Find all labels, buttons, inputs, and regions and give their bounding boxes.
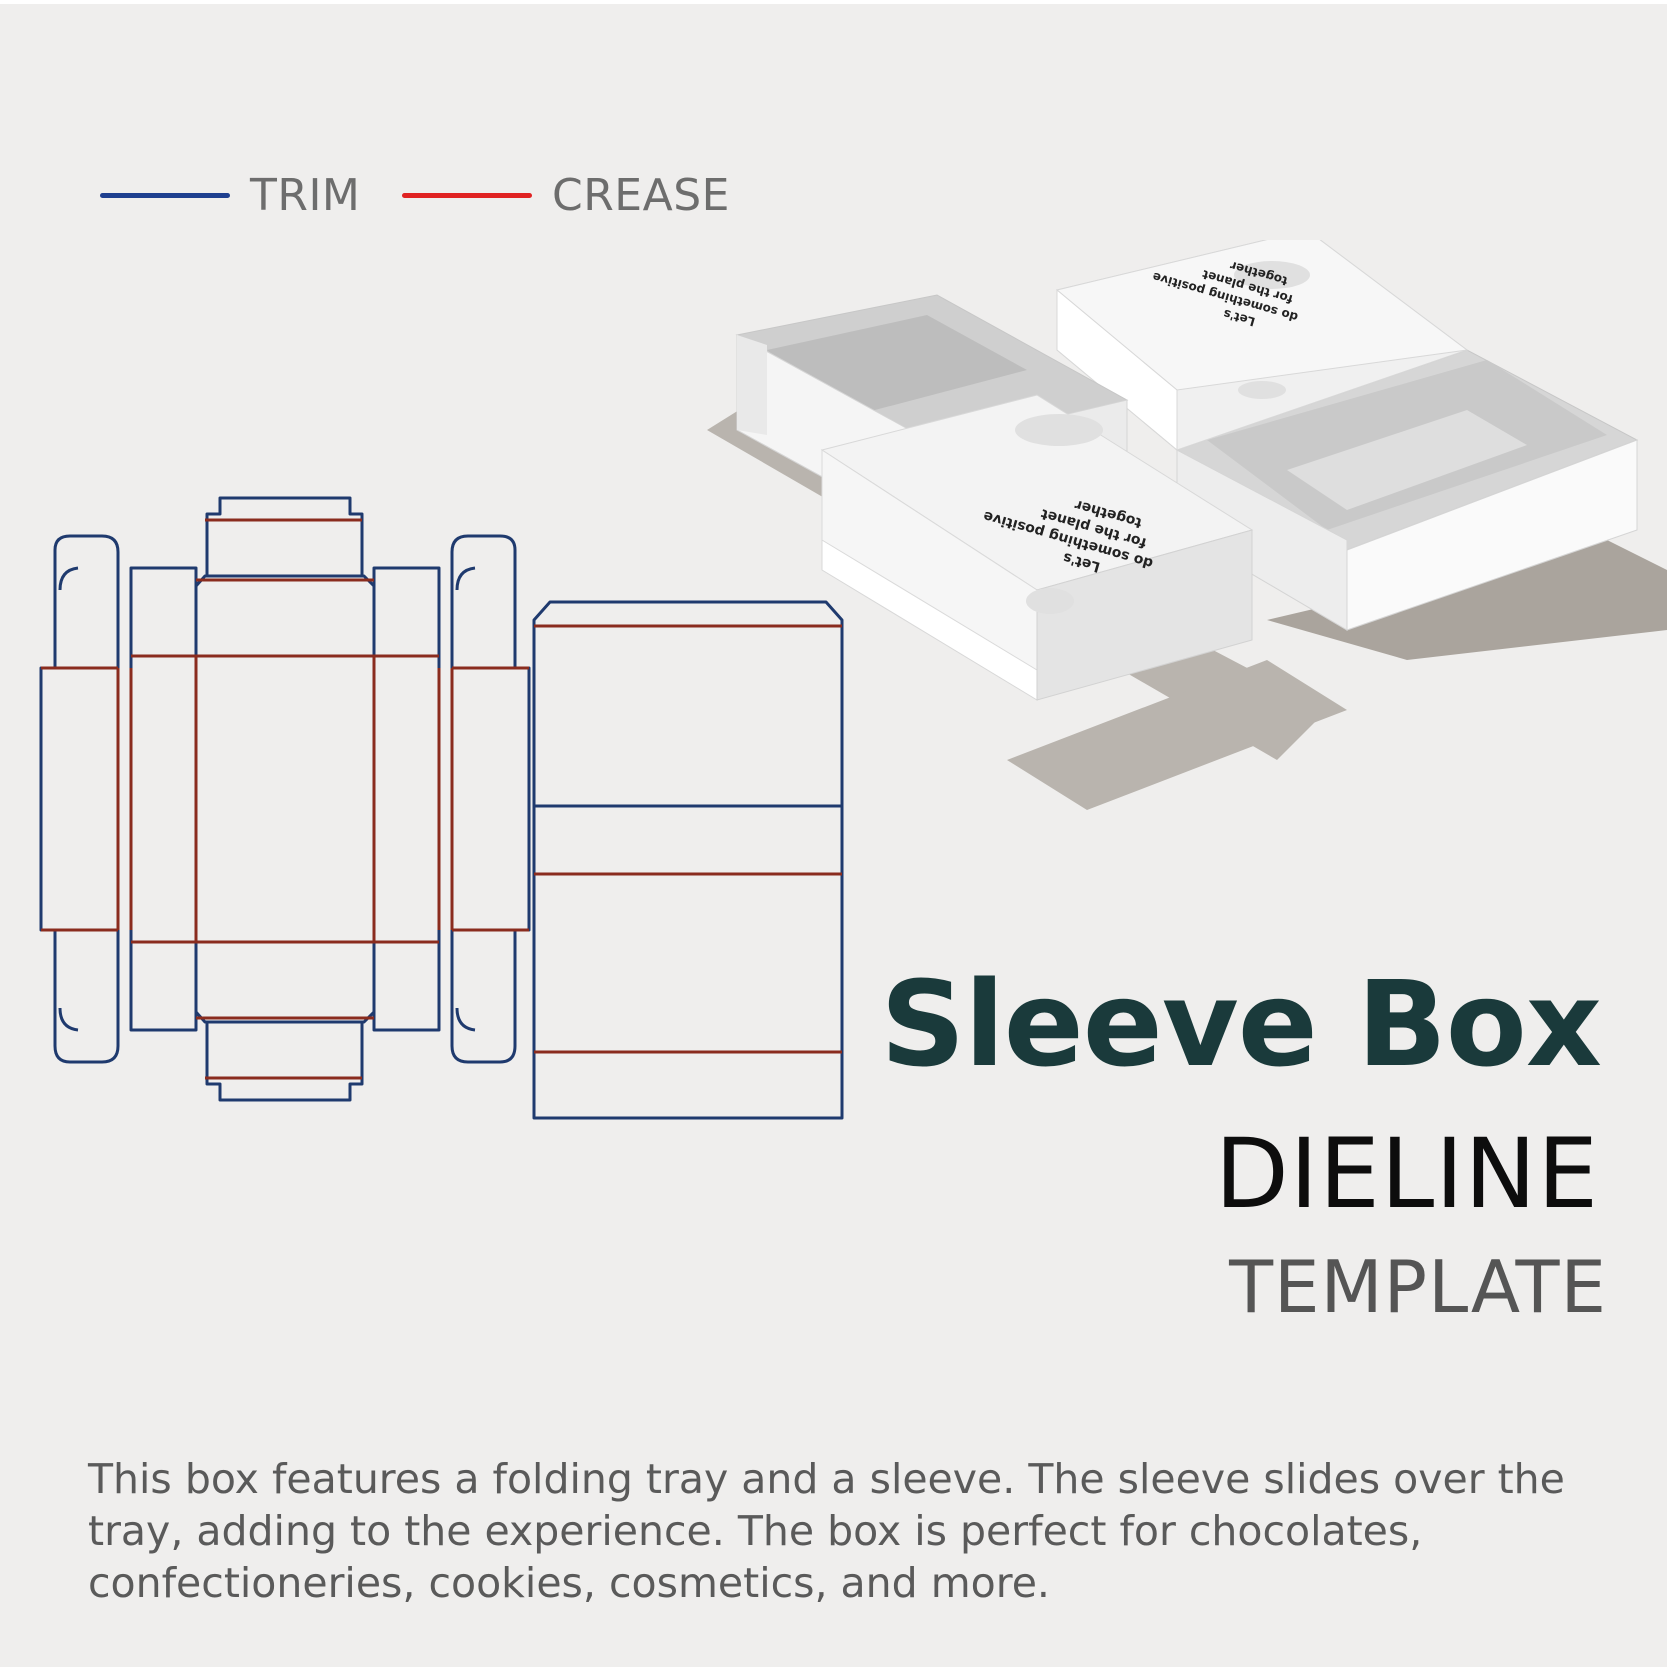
right-bottom-curl (455, 1007, 476, 1032)
tray-bottom-flap (205, 1022, 364, 1102)
left-top-curl-flap (53, 534, 120, 668)
legend-label-crease: CREASE (552, 170, 730, 221)
trim-line-swatch (100, 193, 230, 198)
left-bottom-curl (58, 1007, 79, 1032)
lock-tab-marks (75, 666, 495, 932)
page-subtitle: DIELINE (1214, 1118, 1599, 1230)
page-title: Sleeve Box (880, 955, 1602, 1093)
right-bottom-curl-flap (450, 930, 517, 1064)
page-subtitle-secondary: TEMPLATE (1229, 1245, 1607, 1329)
right-top-curl (455, 566, 476, 591)
tray-crease-lines (41, 518, 842, 1080)
tray-top-flap (205, 496, 364, 576)
tray-bottom-wall (194, 942, 376, 1024)
box-mockup-illustration: Let's do something positive for the plan… (707, 240, 1667, 810)
left-bottom-curl-flap (53, 930, 120, 1064)
tray-top-wall (194, 574, 376, 656)
tray-right-wall (372, 566, 441, 1032)
legend-label-trim: TRIM (250, 170, 361, 221)
crease-line-swatch (402, 193, 532, 198)
mockup-right-set (1055, 240, 1639, 631)
tray-right-outer-panel (450, 666, 531, 932)
tray-left-wall (129, 566, 198, 1032)
dieline-drawing (39, 496, 844, 1120)
sleeve-outline (532, 600, 844, 1120)
tray-base-panel (194, 654, 376, 944)
right-top-curl-flap (450, 534, 517, 668)
description-text: This box features a folding tray and a s… (88, 1455, 1565, 1607)
tray-left-outer-panel (39, 666, 120, 932)
mockup-left-set (735, 294, 1254, 701)
left-top-curl (58, 566, 79, 591)
tray-dieline (39, 496, 844, 1120)
